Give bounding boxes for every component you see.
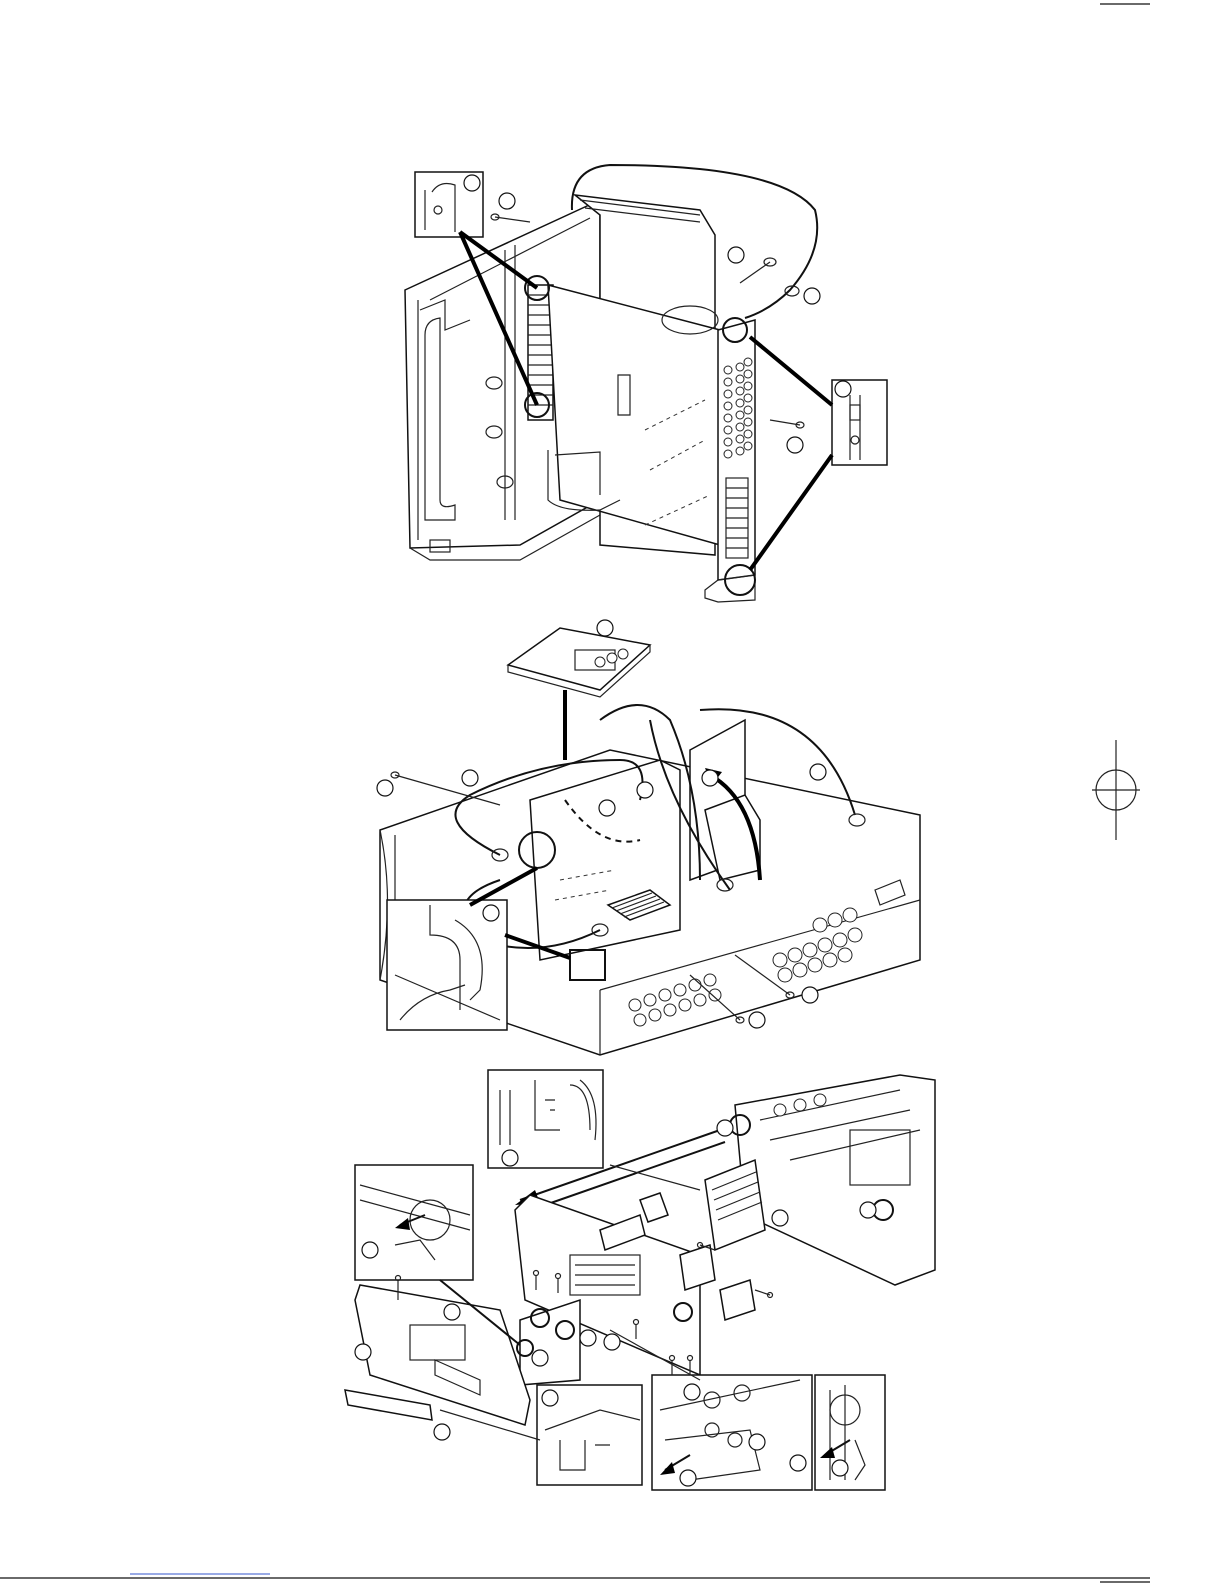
callout-bubble [499, 193, 515, 209]
callout-bubble [832, 1460, 848, 1476]
small-board [640, 1193, 668, 1222]
callout-bubble [462, 770, 478, 786]
callout-bubble [810, 764, 826, 780]
callout-bubble [377, 780, 393, 796]
callout-bubble [532, 1350, 548, 1366]
callout-bubble [637, 782, 653, 798]
callout-bubble [749, 1012, 765, 1028]
callout-bubble [787, 437, 803, 453]
callout-bubble [802, 987, 818, 1003]
callout-bubble [835, 381, 851, 397]
callout-bubble [434, 1424, 450, 1440]
registration-mark [1092, 740, 1140, 840]
callout-bubble [362, 1242, 378, 1258]
inset-detail [355, 1165, 473, 1280]
callout-bubble [444, 1304, 460, 1320]
sub-board [508, 628, 650, 697]
figure-3 [345, 1070, 935, 1490]
lower-bracket [520, 1300, 580, 1385]
figure-2 [377, 620, 920, 1055]
callout-bubble [464, 175, 480, 191]
bottom-trim [345, 1390, 432, 1420]
callout-bubble [542, 1390, 558, 1406]
callout-bubble [684, 1384, 700, 1400]
callout-bubble [502, 1150, 518, 1166]
callout-bubble [790, 1455, 806, 1471]
small-board [720, 1280, 755, 1320]
callout-bubble [728, 247, 744, 263]
callout-bubble [702, 770, 718, 786]
callout-bubble [597, 620, 613, 636]
callout-bubble [355, 1344, 371, 1360]
callout-bubble [580, 1330, 596, 1346]
callout-bubble [860, 1202, 876, 1218]
callout-bubble [680, 1470, 696, 1486]
inset-detail [815, 1375, 885, 1490]
callout-bubble [804, 288, 820, 304]
rear-chassis [735, 1075, 935, 1285]
callout-bubble [604, 1334, 620, 1350]
callout-bubble [749, 1434, 765, 1450]
figure-1 [405, 165, 887, 602]
callout-bubble [717, 1120, 733, 1136]
callout-bubble [772, 1210, 788, 1226]
callout-bubble [599, 800, 615, 816]
callout-bubble [483, 905, 499, 921]
